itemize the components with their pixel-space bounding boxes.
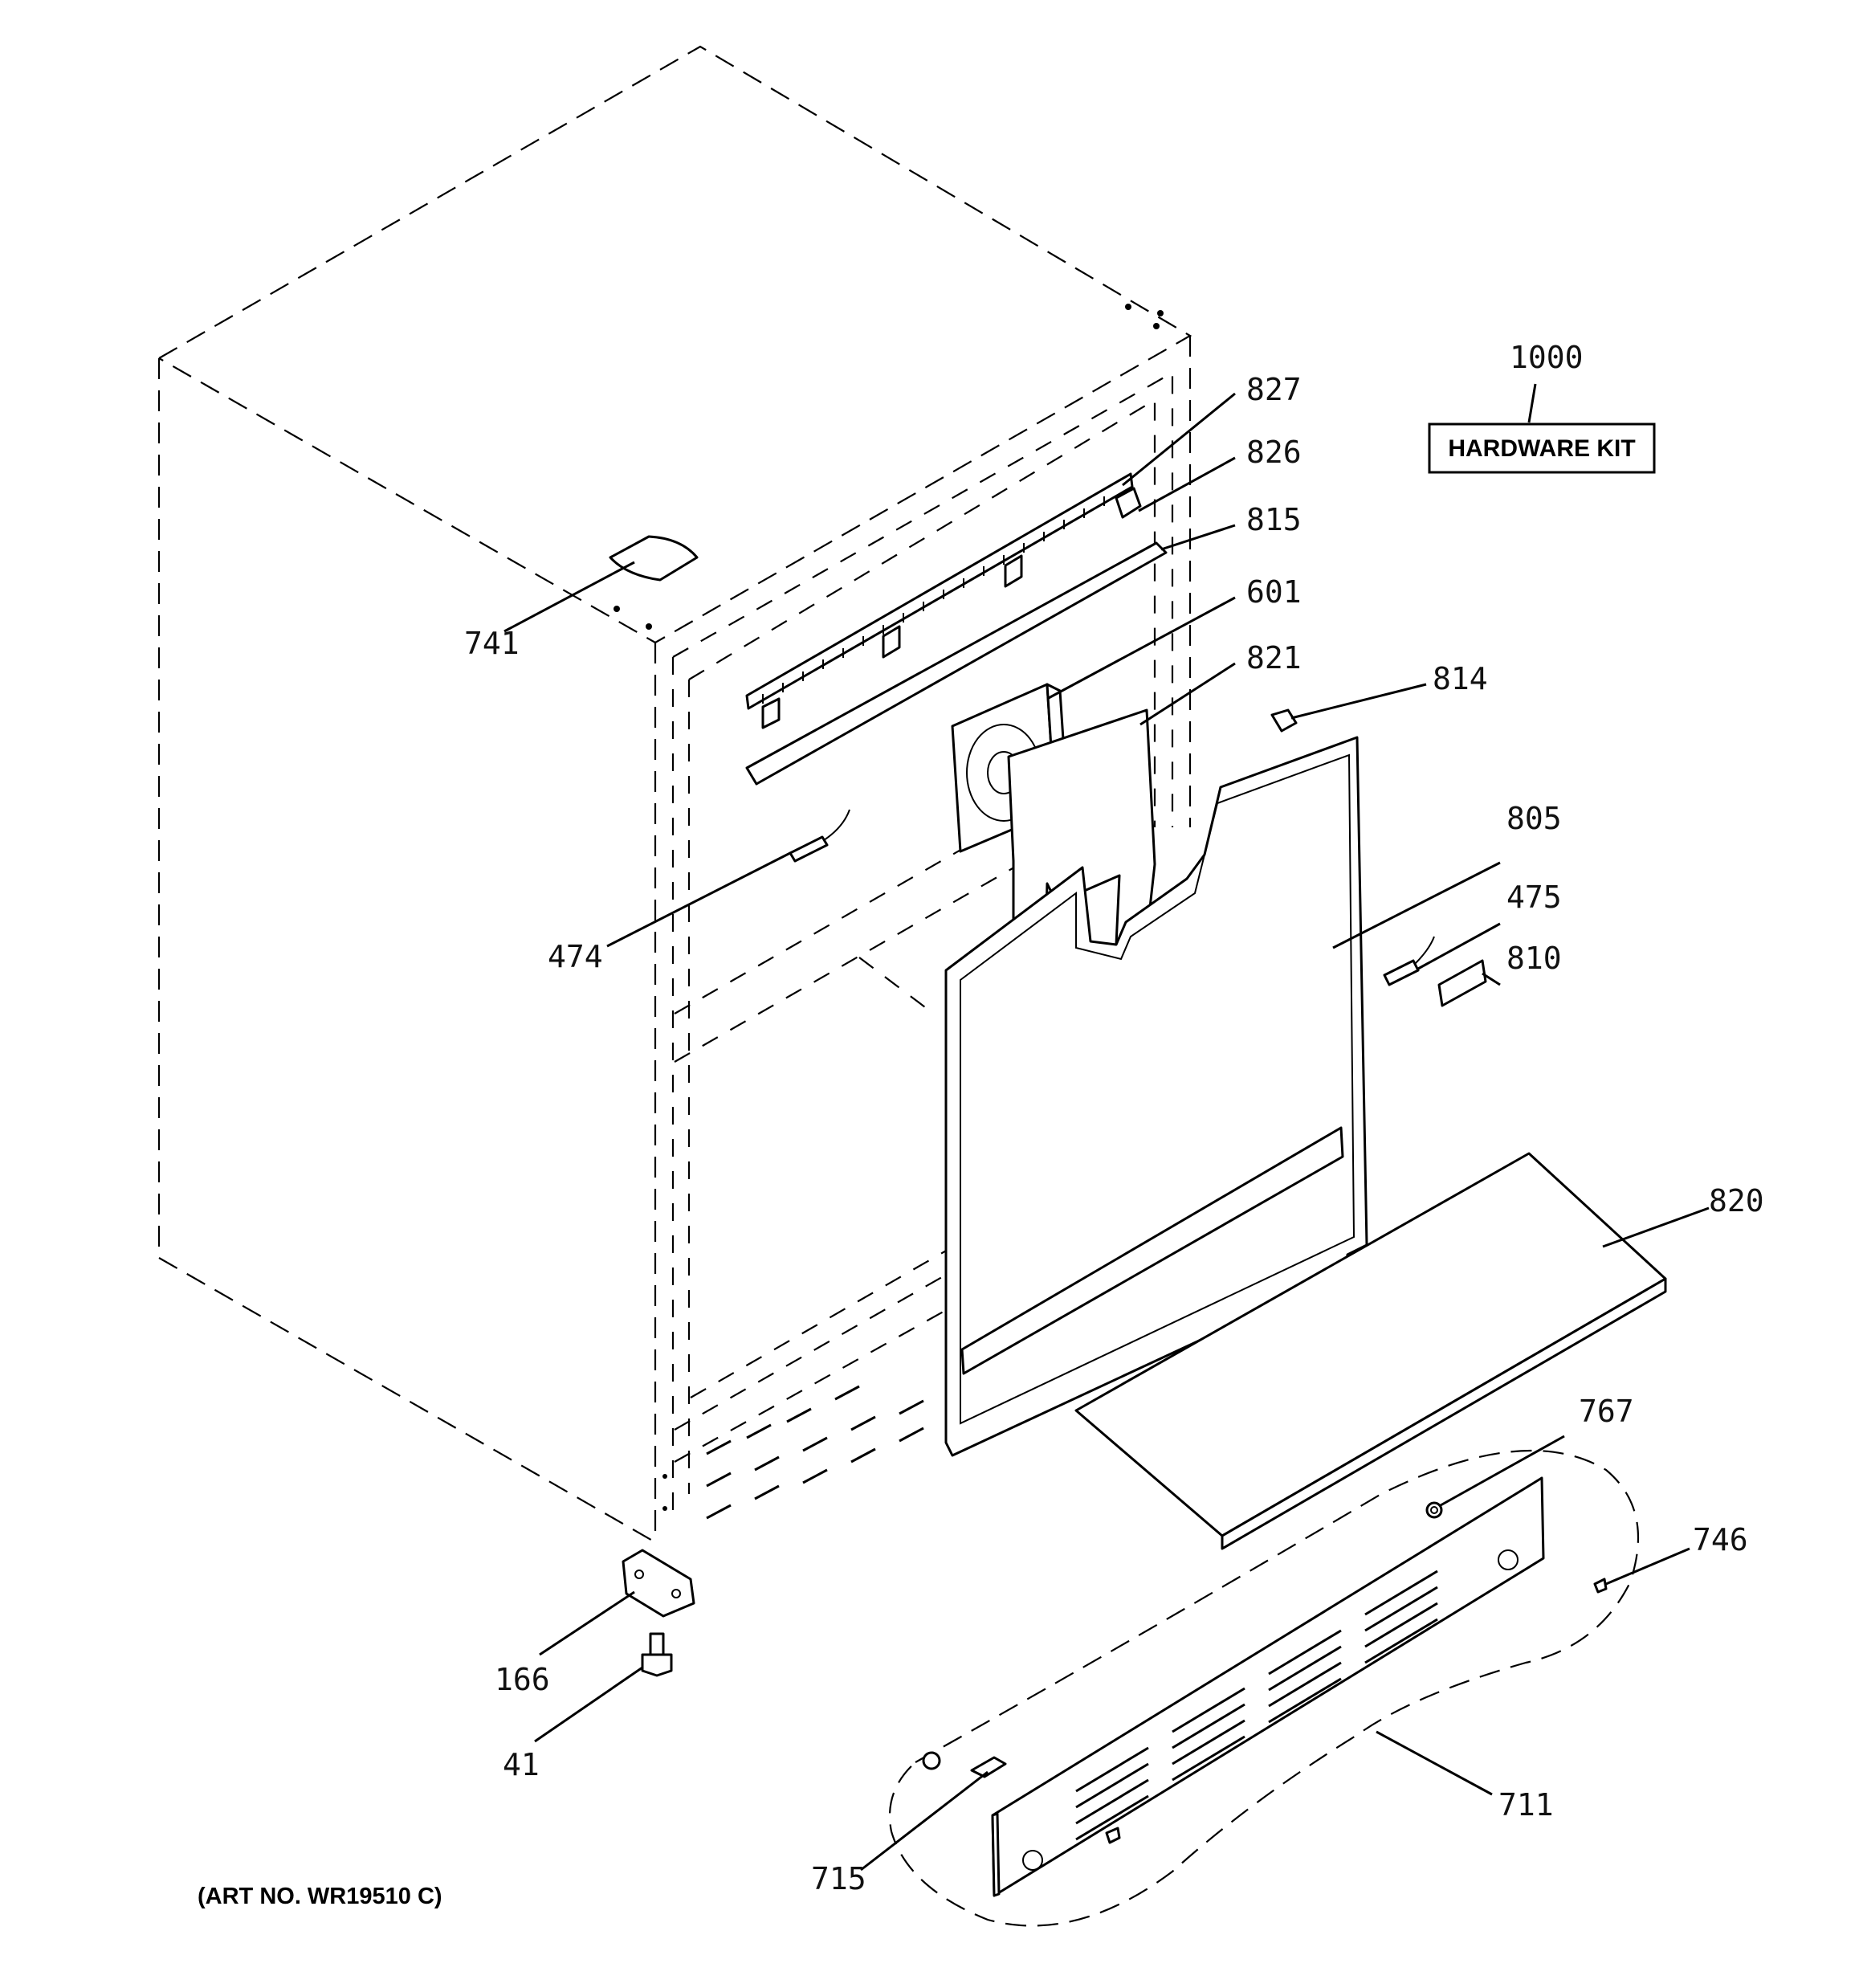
leader-lines (503, 383, 1710, 1872)
clip-part-814 (1270, 708, 1298, 733)
cabinet-rail-part-827 (745, 472, 1134, 729)
liner-inner-edge (960, 753, 1355, 1425)
callout-814: 814 (1433, 661, 1488, 696)
sensor-part-475 (1383, 959, 1420, 986)
switch-part-810 (1437, 959, 1487, 1007)
callout-474: 474 (548, 939, 603, 974)
callout-821: 821 (1246, 640, 1302, 676)
callout-475: 475 (1506, 880, 1562, 915)
screw-part-767 (1425, 1501, 1443, 1519)
hardware-kit-label: HARDWARE KIT (1448, 435, 1635, 462)
callout-815: 815 (1246, 502, 1302, 537)
callout-labels: 827 826 815 601 821 814 741 805 475 810 … (464, 372, 1764, 1896)
sensor-wire (823, 809, 850, 841)
sensor-475-wire (1414, 936, 1435, 965)
liner-shelf (960, 1126, 1344, 1375)
bracket-part-166 (622, 1549, 695, 1618)
clip-part-715 (970, 1756, 1007, 1778)
channel-part-815 (745, 541, 1168, 786)
callout-711: 711 (1498, 1787, 1554, 1823)
callout-601: 601 (1246, 574, 1302, 610)
grommet (922, 1751, 941, 1770)
callout-746: 746 (1693, 1522, 1748, 1557)
hardware-kit-number: 1000 (1510, 340, 1584, 375)
callout-715: 715 (811, 1861, 866, 1896)
shelf-front-edge (1221, 1277, 1667, 1550)
art-number: (ART NO. WR19510 C) (198, 1884, 442, 1909)
callout-741: 741 (464, 626, 520, 661)
grille-part-711 (991, 1476, 1545, 1897)
liner-part-805 (944, 736, 1368, 1457)
hardware-kit-box (1428, 423, 1656, 474)
callout-805: 805 (1506, 801, 1562, 836)
screw-part-746 (1593, 1578, 1608, 1594)
cabinet-outline (157, 45, 1192, 1543)
callout-41: 41 (503, 1747, 540, 1782)
callout-166: 166 (495, 1662, 550, 1697)
sensor-part-474 (789, 835, 829, 863)
screw-part-746b (1105, 1827, 1121, 1844)
hardware-kit: 1000 HARDWARE KIT (1428, 340, 1656, 474)
callout-820: 820 (1709, 1183, 1764, 1219)
top-cap-part-741 (609, 535, 699, 582)
callout-810: 810 (1506, 941, 1562, 976)
grille-kit-outline (888, 1449, 1640, 1927)
callout-826: 826 (1246, 435, 1302, 470)
callout-827: 827 (1246, 372, 1302, 407)
clip-part-826 (1115, 487, 1142, 519)
callout-767: 767 (1579, 1394, 1634, 1429)
leveling-leg-part-41 (641, 1632, 673, 1677)
